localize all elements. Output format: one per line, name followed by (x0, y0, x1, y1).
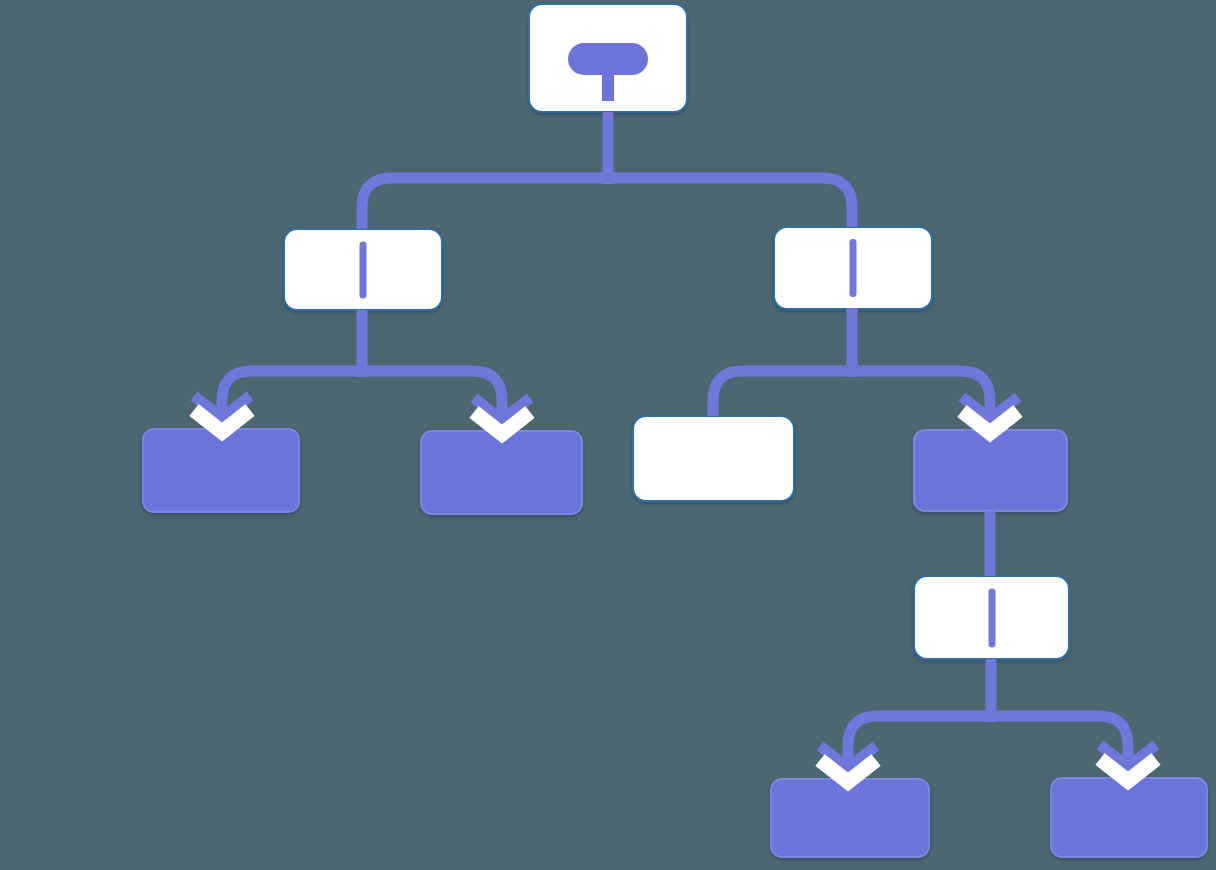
root-stem-icon (602, 73, 614, 101)
node-branch-left[interactable] (283, 228, 443, 311)
node-child-plain[interactable] (632, 415, 795, 502)
divider-bar-icon (988, 588, 995, 647)
node-branch-right[interactable] (773, 226, 933, 310)
node-leaf-1[interactable] (142, 428, 300, 513)
chevron-arrow-icon-leaf-2 (470, 393, 534, 427)
chevron-arrow-icon-leaf-5 (1096, 740, 1160, 774)
divider-bar-icon (849, 239, 857, 297)
connector-rail-4-to-leaf-4-5 (842, 710, 1134, 764)
divider-bar-icon (359, 241, 367, 298)
node-leaf-5[interactable] (1050, 777, 1208, 858)
connector-rail-3-to-children (707, 365, 996, 416)
node-splitter-2[interactable] (913, 575, 1070, 660)
node-leaf-4[interactable] (770, 778, 930, 858)
connector-rail-2-to-leaf-1-2 (216, 365, 508, 416)
chevron-arrow-icon-leaf-3 (958, 392, 1022, 426)
connector-rail-1-to-branches (356, 172, 858, 229)
node-root[interactable] (528, 3, 688, 113)
node-leaf-3[interactable] (913, 429, 1068, 512)
node-leaf-2[interactable] (420, 430, 583, 515)
chevron-arrow-icon-leaf-4 (816, 741, 880, 775)
root-pill-icon (568, 43, 648, 75)
chevron-arrow-icon-leaf-1 (190, 391, 254, 425)
